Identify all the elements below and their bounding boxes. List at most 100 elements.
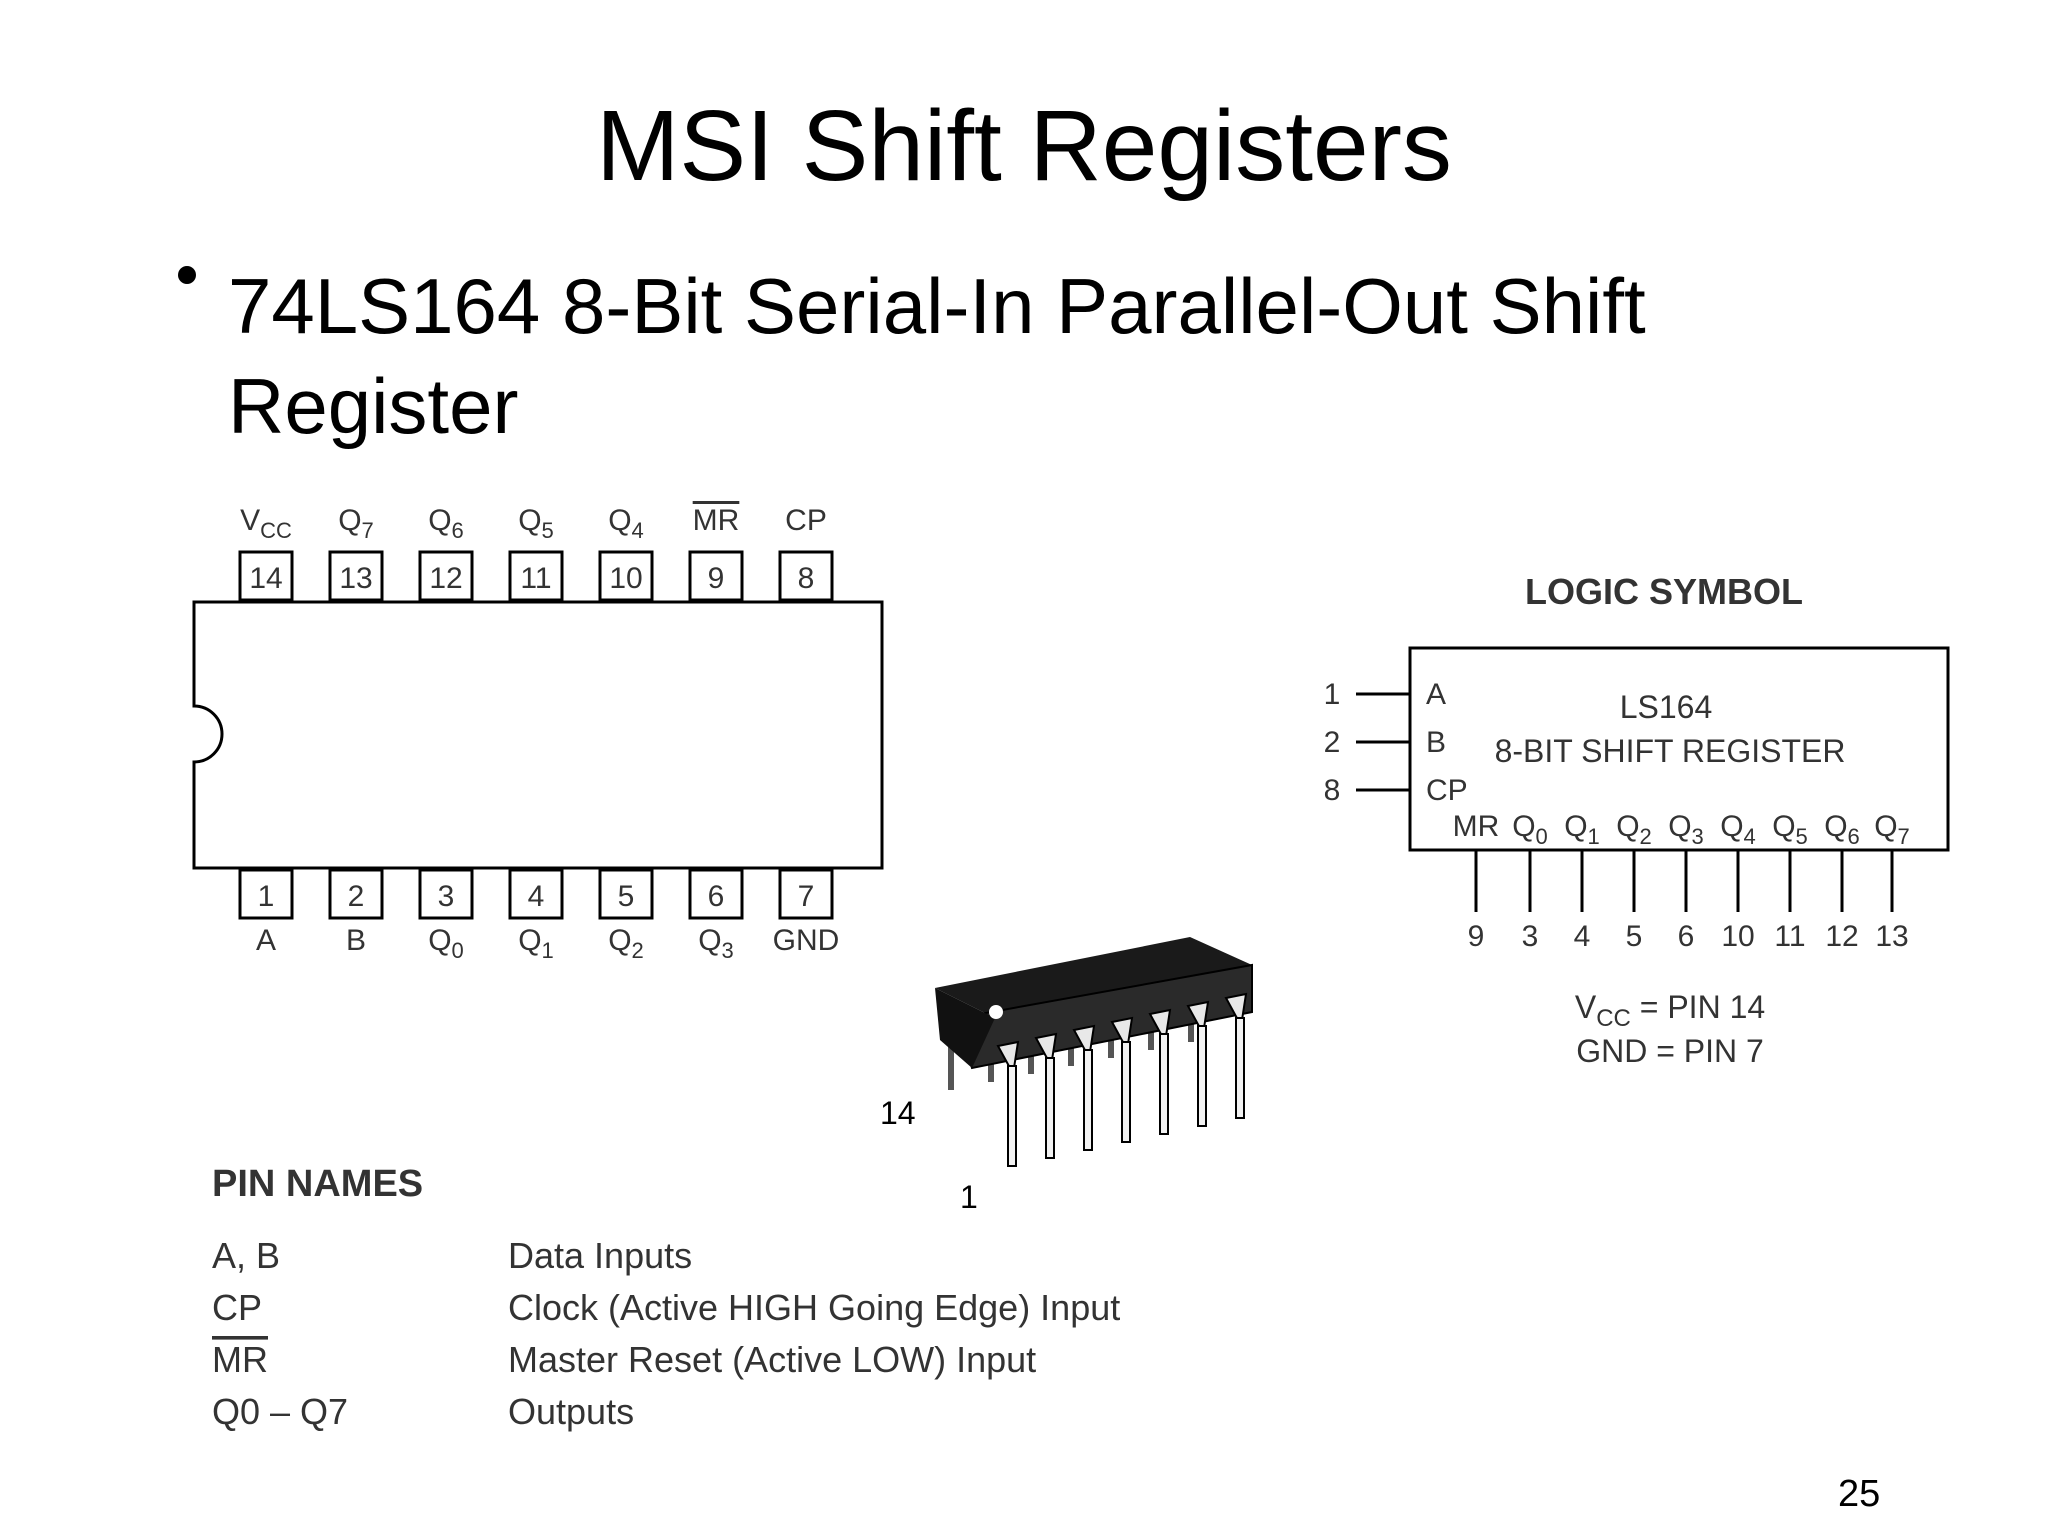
- dip-top-pin-label-sub: 7: [362, 518, 374, 543]
- pin-description: Clock (Active HIGH Going Edge) Input: [508, 1287, 1120, 1328]
- logic-symbol-device: LS164: [1620, 689, 1713, 725]
- dip-top-pin-label: Q6: [428, 504, 464, 543]
- dip-top-pin-label: Q7: [338, 504, 374, 543]
- pin-1-dot: [989, 1005, 1003, 1019]
- slide-title: MSI Shift Registers: [596, 90, 1452, 202]
- dip-bottom-pin-box: [418, 868, 474, 920]
- pin-description: Data Inputs: [508, 1235, 692, 1276]
- dip-top-pin-box: [328, 550, 384, 602]
- logic-output-pin: 6: [1678, 920, 1695, 953]
- dip-top-pin-label-main: Q: [608, 504, 631, 537]
- dip-bottom-pin-label: B: [346, 924, 366, 957]
- dip-top-pin-box: [778, 550, 834, 602]
- package-pin-1-label: 1: [960, 1179, 978, 1215]
- dip-top-pin-number: 11: [520, 562, 551, 595]
- logic-output-pin: 5: [1626, 920, 1643, 953]
- dip-top-pin-label-main: Q: [518, 504, 541, 537]
- dip-top-pin-box: [508, 550, 564, 602]
- pin-description: Outputs: [508, 1391, 634, 1432]
- logic-output-label-main: Q: [1616, 810, 1639, 843]
- logic-output-pin: 3: [1522, 920, 1539, 953]
- logic-output-label: Q1: [1564, 810, 1600, 849]
- logic-output-label: Q4: [1720, 810, 1756, 849]
- dip-bottom-pin-box: [328, 868, 384, 920]
- dip-bottom-pin-label: Q0: [428, 924, 464, 963]
- pin-name: Q0 – Q7: [212, 1391, 348, 1432]
- dip-bottom-pin-label-sub: 0: [452, 938, 464, 963]
- logic-output-label-sub: 6: [1848, 824, 1860, 849]
- dip-top-pin-label-sub: 6: [452, 518, 464, 543]
- dip-bottom-pin-label-sub: 1: [542, 938, 554, 963]
- logic-output-pin: 11: [1774, 920, 1805, 953]
- package-front-leg: [1083, 1049, 1093, 1151]
- logic-output-label-main: Q: [1772, 810, 1795, 843]
- package-pin-14-label: 14: [880, 1095, 916, 1131]
- logic-symbol: LOGIC SYMBOL LS164 8-BIT SHIFT REGISTER …: [1324, 571, 1950, 1069]
- package-front-leg: [1235, 1017, 1245, 1119]
- dip-top-pin-label-sub: CC: [260, 518, 292, 543]
- page-number: 25: [1838, 1473, 1881, 1515]
- dip-bottom-pin-number: 6: [708, 880, 725, 913]
- dip-top-pin-box: [418, 550, 474, 602]
- gnd-note: GND = PIN 7: [1576, 1033, 1764, 1069]
- dip-top-pin-number: 10: [609, 562, 642, 595]
- dip-bottom-pin-label-main: GND: [773, 924, 840, 957]
- logic-output-label: Q2: [1616, 810, 1652, 849]
- dip-top-pin-number: 13: [339, 562, 372, 595]
- package-top-face: [935, 937, 1252, 1018]
- package-back-leg: [948, 1010, 954, 1090]
- logic-output-label-sub: 7: [1898, 824, 1910, 849]
- logic-output-label: Q0: [1512, 810, 1548, 849]
- dip-bottom-pin-box: [598, 868, 654, 920]
- dip-top-pin-label: Q4: [608, 504, 644, 543]
- dip-top-pin-number: 12: [429, 562, 462, 595]
- logic-output-label: Q7: [1874, 810, 1910, 849]
- logic-symbol-heading: LOGIC SYMBOL: [1525, 571, 1803, 612]
- logic-output-label-main: Q: [1874, 810, 1897, 843]
- logic-output-label-sub: 0: [1536, 824, 1548, 849]
- pin-description: Master Reset (Active LOW) Input: [508, 1339, 1036, 1380]
- dip-bottom-pin-number: 7: [798, 880, 815, 913]
- package-front-leg: [1121, 1041, 1131, 1143]
- ic-package-illustration: 14 1: [880, 937, 1253, 1215]
- dip-top-pin-label-main: MR: [693, 504, 740, 537]
- logic-input-label: A: [1426, 678, 1446, 711]
- dip-bottom-pin-label-main: Q: [518, 924, 541, 957]
- logic-output-label-main: Q: [1720, 810, 1743, 843]
- logic-input-pin: 2: [1324, 726, 1341, 759]
- dip-top-pin-label: Q5: [518, 504, 554, 543]
- dip-top-pin-label: VCC: [240, 504, 292, 543]
- logic-output-pin: 13: [1875, 920, 1908, 953]
- dip-top-pin-number: 9: [708, 562, 725, 595]
- bullet-text: 74LS164 8-Bit Serial-In Parallel-Out Shi…: [228, 262, 1646, 450]
- logic-symbol-description: 8-BIT SHIFT REGISTER: [1495, 733, 1846, 769]
- logic-input-label: B: [1426, 726, 1446, 759]
- logic-output-pin: 12: [1825, 920, 1858, 953]
- logic-output-label-sub: 5: [1796, 824, 1808, 849]
- dip-bottom-pin-number: 4: [528, 880, 545, 913]
- dip-top-pin-box: [688, 550, 744, 602]
- dip-bottom-pin-label: A: [256, 924, 276, 957]
- dip-top-pin-label-main: V: [240, 504, 260, 537]
- dip-bottom-pin-number: 1: [258, 880, 275, 913]
- dip-bottom-pin-label-main: A: [256, 924, 276, 957]
- logic-output-pin: 4: [1574, 920, 1591, 953]
- dip-bottom-pin-label-main: Q: [428, 924, 451, 957]
- dip-bottom-pin-label: Q2: [608, 924, 644, 963]
- logic-output-pin: 10: [1721, 920, 1754, 953]
- pin-names-heading: PIN NAMES: [212, 1163, 423, 1205]
- logic-input-label: CP: [1426, 774, 1468, 807]
- vcc-note-rest: = PIN 14: [1631, 989, 1765, 1025]
- dip-bottom-pin-number: 5: [618, 880, 635, 913]
- dip-bottom-pin-number: 2: [348, 880, 365, 913]
- dip-bottom-pin-label-sub: 3: [722, 938, 734, 963]
- vcc-note: VCC = PIN 14: [1575, 989, 1765, 1032]
- dip-bottom-pin-label: Q3: [698, 924, 734, 963]
- bullet-marker: [178, 266, 196, 284]
- vcc-note-label: V: [1575, 989, 1597, 1025]
- dip-bottom-pin-box: [778, 868, 834, 920]
